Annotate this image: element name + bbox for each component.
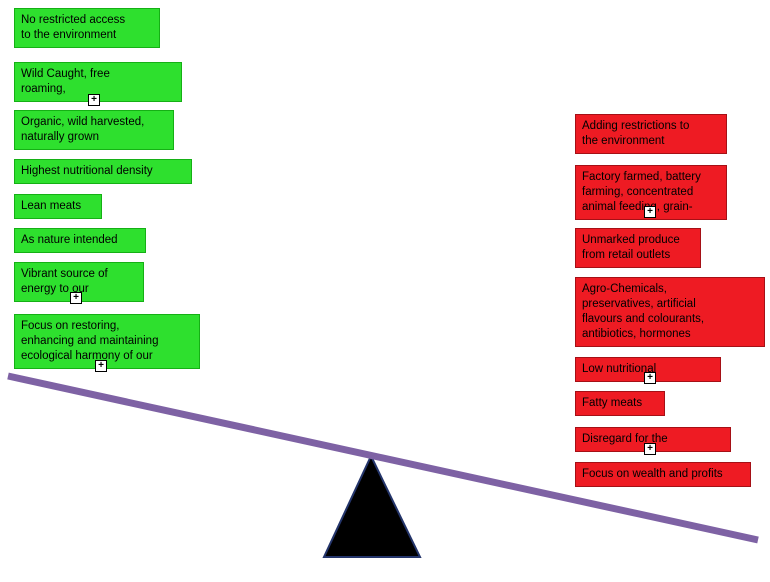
expand-plus-icon[interactable]: + bbox=[70, 292, 82, 304]
expand-plus-icon[interactable]: + bbox=[644, 443, 656, 455]
positive-item-box: As nature intended bbox=[14, 228, 146, 253]
expand-plus-icon[interactable]: + bbox=[88, 94, 100, 106]
negative-item-box: Focus on wealth and profits bbox=[575, 462, 751, 487]
positive-item-box: Highest nutritional density bbox=[14, 159, 192, 184]
positive-item-box: Wild Caught, free roaming, bbox=[14, 62, 182, 102]
negative-item-box: Adding restrictions to the environment bbox=[575, 114, 727, 154]
negative-item-box: Agro-Chemicals, preservatives, artificia… bbox=[575, 277, 765, 347]
negative-item-box: Factory farmed, battery farming, concent… bbox=[575, 165, 727, 220]
positive-item-box: Lean meats bbox=[14, 194, 102, 219]
negative-item-box: Unmarked produce from retail outlets bbox=[575, 228, 701, 268]
fulcrum-triangle-icon bbox=[322, 453, 422, 558]
expand-plus-icon[interactable]: + bbox=[95, 360, 107, 372]
negative-item-box: Disregard for the bbox=[575, 427, 731, 452]
expand-plus-icon[interactable]: + bbox=[644, 372, 656, 384]
expand-plus-icon[interactable]: + bbox=[644, 206, 656, 218]
positive-item-box: Vibrant source of energy to our bbox=[14, 262, 144, 302]
positive-item-box: Focus on restoring, enhancing and mainta… bbox=[14, 314, 200, 369]
negative-item-box: Fatty meats bbox=[575, 391, 665, 416]
positive-item-box: Organic, wild harvested, naturally grown bbox=[14, 110, 174, 150]
positive-item-box: No restricted access to the environment bbox=[14, 8, 160, 48]
